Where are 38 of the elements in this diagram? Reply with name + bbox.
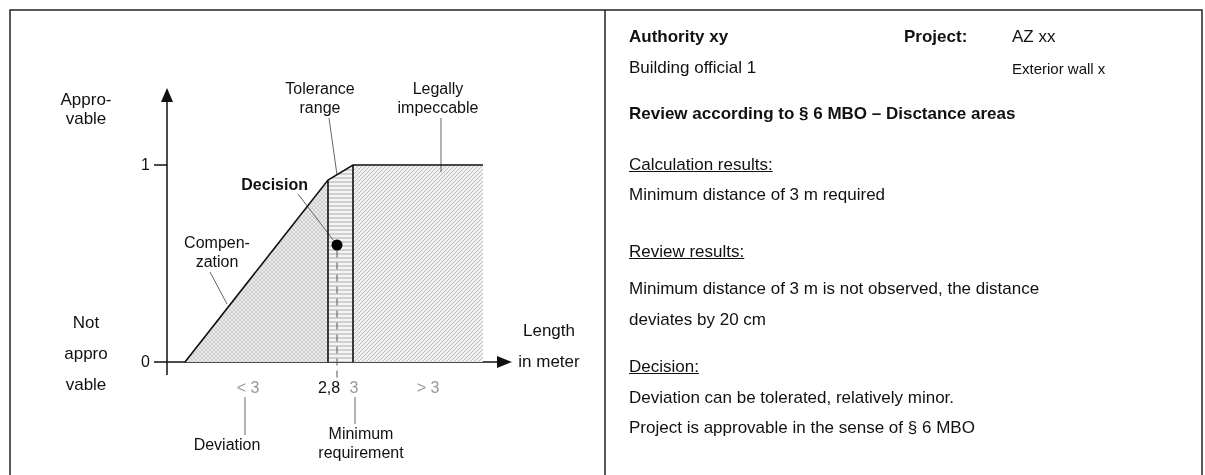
callout-label: Tolerance range <box>268 79 372 117</box>
legal-region <box>353 165 483 362</box>
leader-line <box>354 396 356 425</box>
tick-label: 3 <box>347 378 361 397</box>
result-text: Minimum distance of 3 m is not observed, the distance deviates by 20 cm <box>629 278 1041 331</box>
tick-label: 0 <box>140 352 150 371</box>
decision-text: Project is approvable in the sense of § 6 MBO <box>629 418 976 437</box>
tick-label: > 3 <box>415 378 441 397</box>
callout-label: Deviation <box>190 435 264 454</box>
callout-label: Compen- zation <box>176 233 258 271</box>
leader-line <box>440 117 442 173</box>
authority-name: Authority xy <box>629 27 730 46</box>
leader-line <box>328 117 338 176</box>
compensation-region <box>185 180 328 362</box>
callout-label: Legally impeccable <box>390 79 486 117</box>
decision-dot <box>331 239 343 251</box>
tick-label: 1 <box>140 155 150 174</box>
axis-label: Appro- vable <box>59 90 113 128</box>
project-number: AZ xx <box>1012 27 1057 46</box>
tick-label: 2,8 <box>316 378 342 397</box>
leader-line <box>209 271 228 305</box>
section-heading: Calculation results: <box>629 155 774 174</box>
field-label: Project: <box>904 27 969 46</box>
section-heading: Decision: <box>629 357 700 376</box>
callout-label: Minimum requirement <box>300 424 422 462</box>
result-text: Minimum distance of 3 m required <box>629 185 887 204</box>
axis-label: Not appro vable <box>63 312 109 396</box>
project-name: Exterior wall x <box>1012 59 1107 78</box>
decision-text: Deviation can be tolerated, relatively minor. <box>629 388 956 407</box>
leader-line <box>244 396 246 436</box>
review-heading: Review according to § 6 MBO – Disctance areas <box>629 104 1017 123</box>
tick-label: < 3 <box>232 378 264 397</box>
leader-line <box>297 193 335 242</box>
section-heading: Review results: <box>629 242 746 261</box>
callout-label: Decision <box>236 175 308 194</box>
dashed-line <box>336 250 338 379</box>
axis-label: Length in meter <box>518 320 580 373</box>
official-name: Building official 1 <box>629 58 758 77</box>
